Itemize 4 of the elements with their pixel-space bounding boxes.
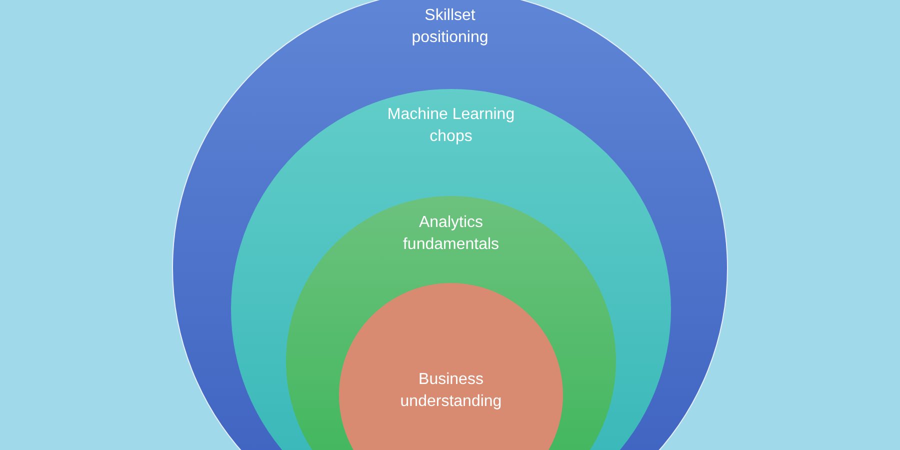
circle-label: Skillset positioning — [410, 6, 490, 48]
circle-label: Analytics fundamentals — [402, 213, 500, 255]
circle-label: Business understanding — [399, 370, 503, 412]
circle-label: Machine Learning chops — [386, 105, 516, 147]
